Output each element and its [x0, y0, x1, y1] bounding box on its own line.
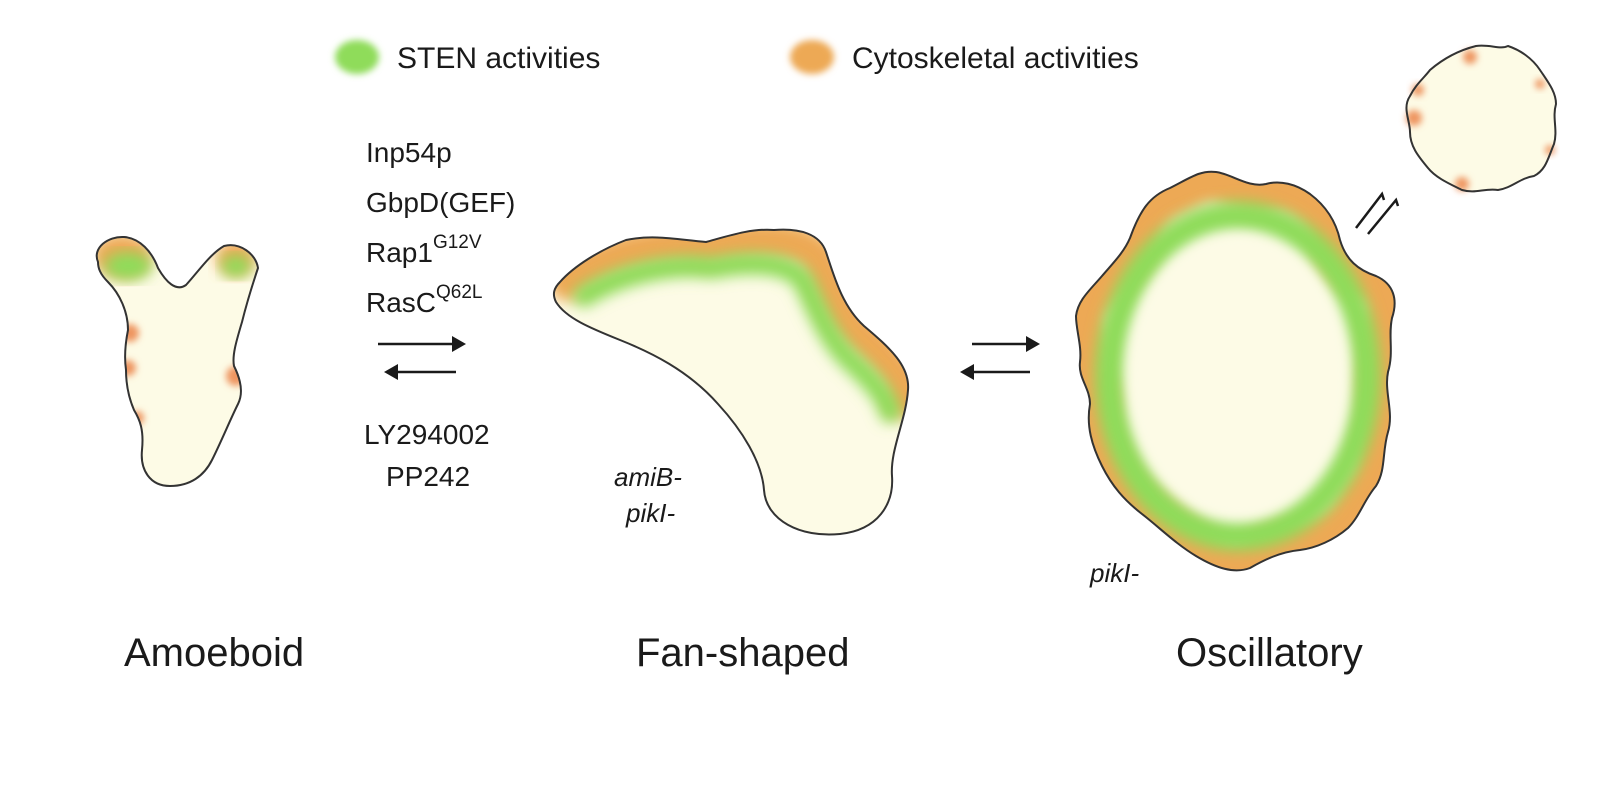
amoeboid-activity-spots	[96, 236, 256, 425]
fan-shaped-cell: amiB- pikI-	[552, 228, 910, 536]
small-cell-spots	[1406, 50, 1555, 191]
phenotype-oscillatory: Oscillatory	[1176, 631, 1363, 675]
promoter-list: Inp54p GbpD(GEF) Rap1G12V RasCQ62L	[366, 137, 515, 318]
phenotype-amoeboid: Amoeboid	[124, 631, 304, 675]
promoter-rasc: RasCQ62L	[366, 282, 483, 318]
fan-strain-amib: amiB-	[614, 462, 682, 492]
reversible-arrow-icon-2	[960, 336, 1040, 380]
inhibitor-list: LY294002 PP242	[364, 419, 490, 492]
legend-swatch-cytoskeletal	[790, 40, 834, 74]
legend-swatch-sten	[335, 40, 379, 74]
amoeboid-cell	[95, 235, 259, 487]
inhibitor-pp242: PP242	[386, 461, 470, 492]
inhibitor-ly294002: LY294002	[364, 419, 490, 450]
fan-leading-edge-band	[553, 229, 909, 423]
oscillatory-cell: pikI-	[1075, 170, 1396, 588]
fan-strain-pikl: pikI-	[625, 498, 675, 528]
legend: STEN activities Cytoskeletal activities	[335, 40, 1139, 75]
equivalence-slash-icon	[1355, 191, 1400, 235]
oscillatory-strain-pikl: pikI-	[1089, 558, 1139, 588]
promoter-inp54p: Inp54p	[366, 137, 452, 168]
reversible-arrow-icon	[378, 336, 466, 380]
phenotype-labels: Amoeboid Fan-shaped Oscillatory	[124, 631, 1363, 675]
small-round-cell	[1405, 44, 1557, 193]
phenotype-fan-shaped: Fan-shaped	[636, 631, 849, 675]
promoter-gbpd: GbpD(GEF)	[366, 187, 515, 218]
promoter-rap1: Rap1G12V	[366, 232, 482, 268]
legend-label-cytoskeletal: Cytoskeletal activities	[852, 42, 1139, 75]
legend-label-sten: STEN activities	[397, 42, 600, 75]
